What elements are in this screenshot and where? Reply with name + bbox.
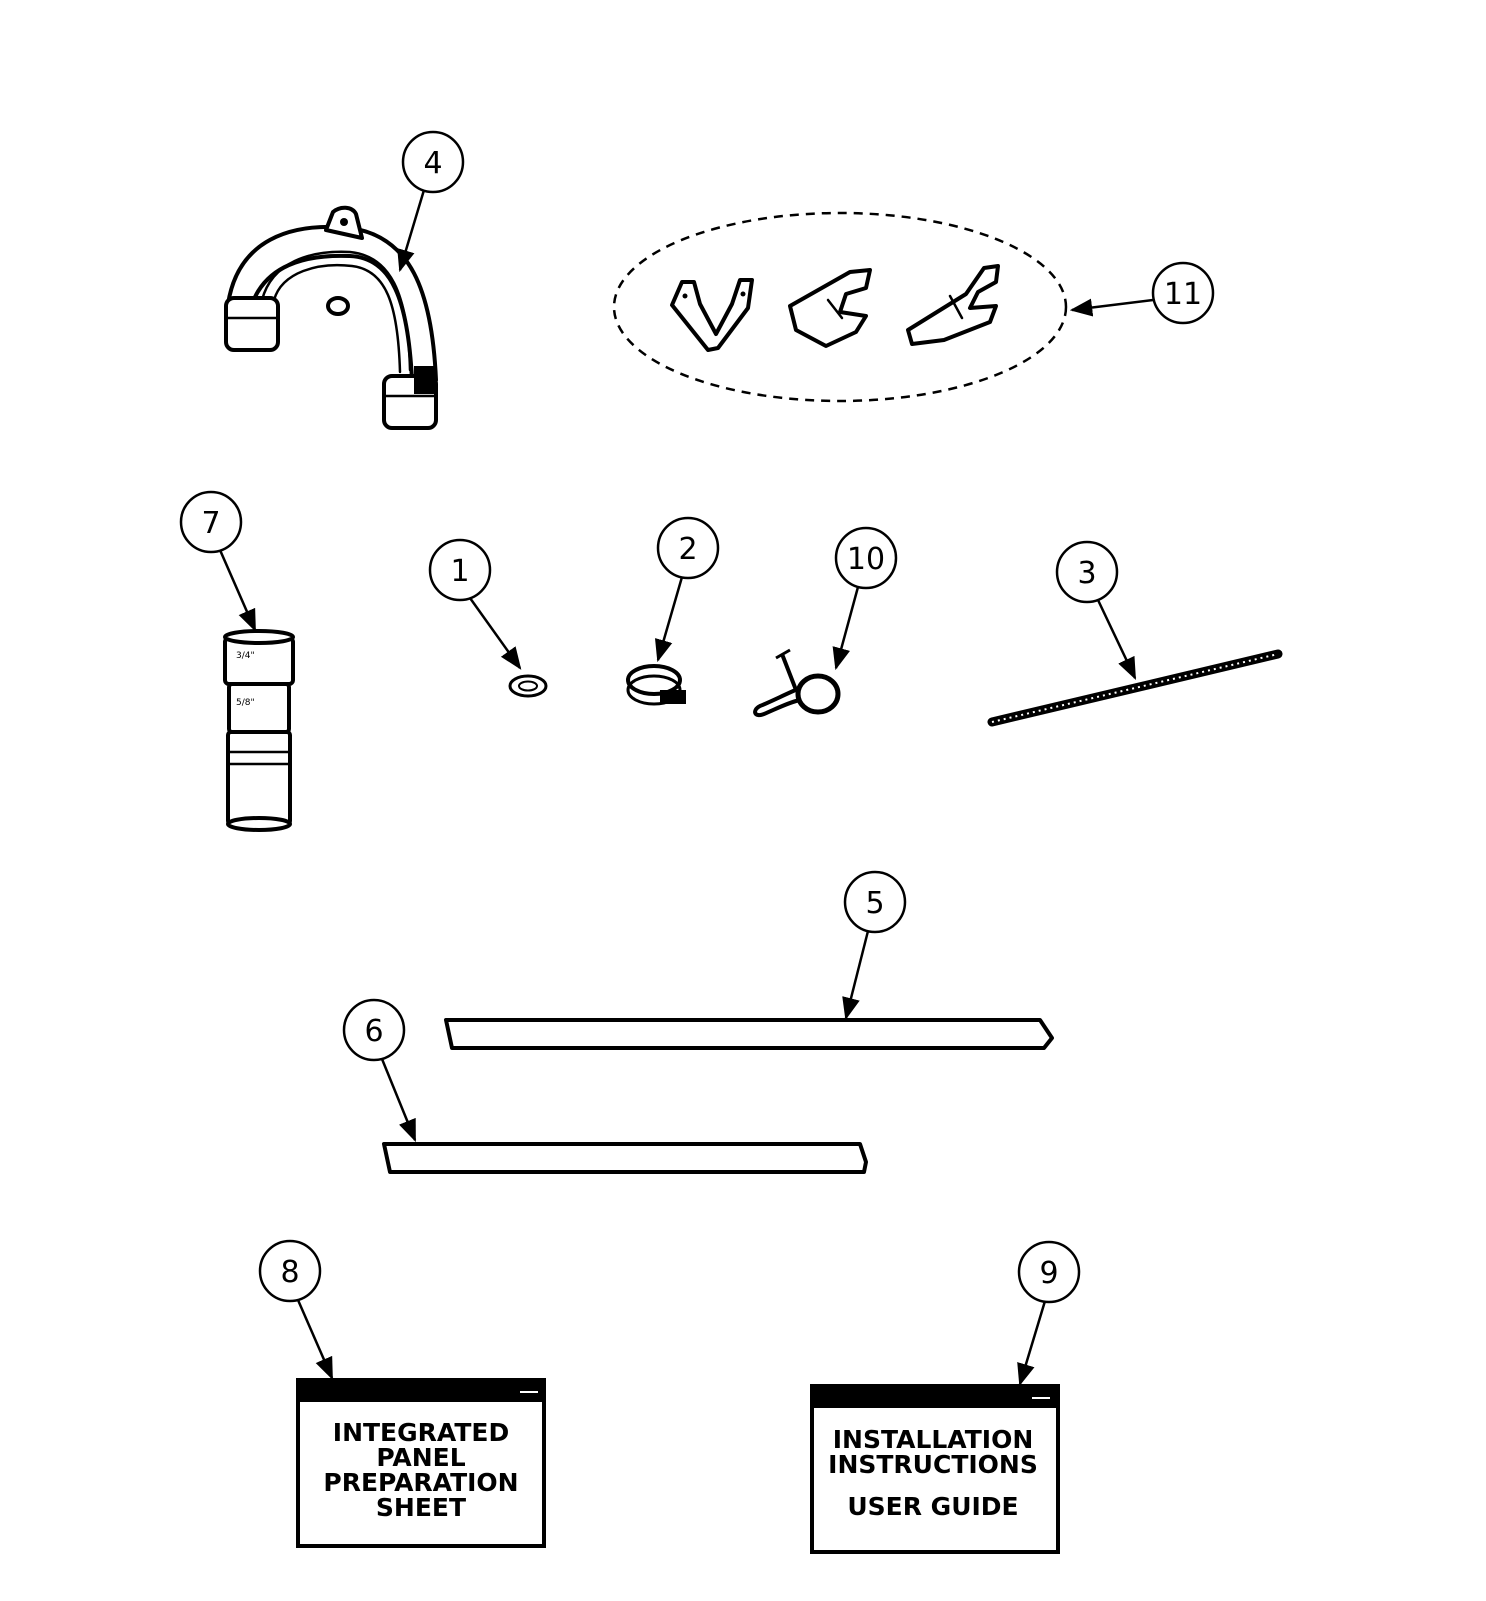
callout-1: 1	[428, 538, 522, 670]
svg-text:INSTALLATION: INSTALLATION	[833, 1425, 1034, 1454]
part-6-short-trim-strip	[382, 1142, 868, 1174]
callout-10: 10	[832, 526, 898, 671]
svg-text:5: 5	[865, 886, 884, 921]
callout-9: 9	[1017, 1240, 1081, 1387]
callout-7: 7	[179, 490, 257, 633]
callout-6: 6	[342, 998, 417, 1143]
svg-text:PREPARATION: PREPARATION	[323, 1468, 518, 1497]
part-10-spring-clip	[753, 648, 841, 717]
callout-4: 4	[397, 130, 465, 273]
svg-text:INTEGRATED: INTEGRATED	[333, 1418, 509, 1447]
svg-text:PANEL: PANEL	[376, 1443, 465, 1472]
svg-text:10: 10	[847, 542, 885, 577]
svg-text:1: 1	[450, 554, 469, 589]
part-7-drain-adapter: 3/4" 5/8"	[223, 629, 295, 832]
part-11-bracket-set	[612, 211, 1068, 403]
svg-text:8: 8	[280, 1255, 299, 1290]
svg-text:3: 3	[1077, 556, 1096, 591]
part-5-long-trim-strip	[444, 1018, 1054, 1050]
part-8-panel-preparation-sheet: INTEGRATED PANEL PREPARATION SHEET	[296, 1378, 546, 1548]
svg-text:SHEET: SHEET	[376, 1493, 466, 1522]
part-4-hose-hanger	[224, 205, 438, 430]
svg-text:11: 11	[1164, 277, 1202, 312]
part-9-installation-instructions: INSTALLATION INSTRUCTIONS USER GUIDE	[810, 1384, 1060, 1554]
part-1-washer	[508, 674, 548, 698]
svg-text:4: 4	[423, 146, 442, 181]
part-2-hose-clamp	[626, 664, 686, 706]
svg-text:9: 9	[1039, 1256, 1058, 1291]
part-3-threaded-rod	[987, 649, 1283, 727]
svg-text:INSTRUCTIONS: INSTRUCTIONS	[828, 1450, 1038, 1479]
callout-2: 2	[654, 516, 720, 663]
callout-8: 8	[258, 1239, 334, 1381]
svg-text:USER GUIDE: USER GUIDE	[847, 1492, 1018, 1521]
svg-text:2: 2	[678, 532, 697, 567]
callout-11: 11	[1069, 261, 1215, 325]
callout-5: 5	[842, 870, 907, 1021]
callout-3: 3	[1055, 540, 1137, 681]
svg-text:6: 6	[364, 1014, 383, 1049]
svg-text:5/8": 5/8"	[236, 698, 255, 708]
svg-text:3/4": 3/4"	[236, 651, 255, 661]
svg-text:7: 7	[201, 506, 220, 541]
